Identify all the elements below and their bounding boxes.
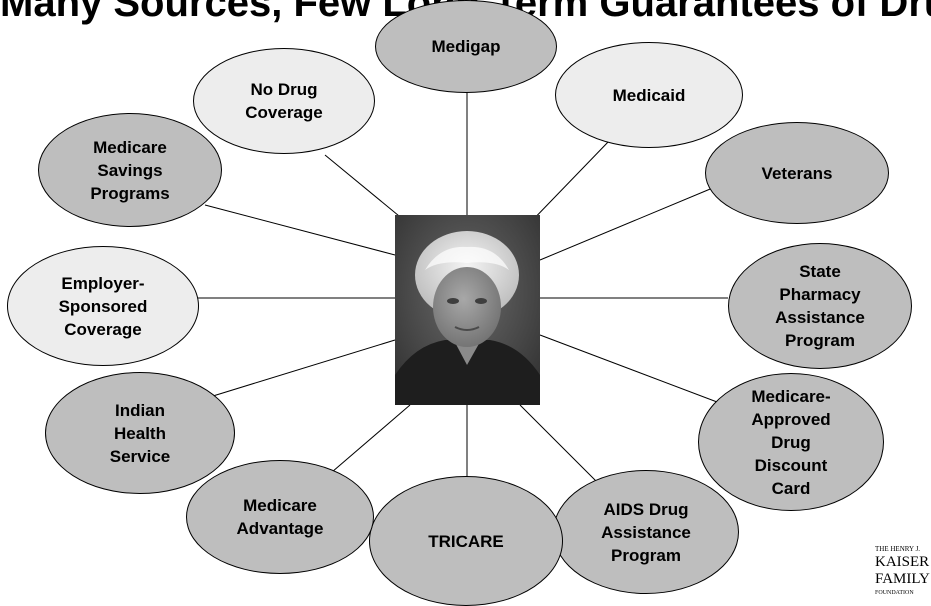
connector-indian-health [199, 339, 396, 401]
connector-veterans [539, 186, 716, 261]
node-state-pharmacy-assistance-program: State Pharmacy Assistance Program [728, 243, 912, 369]
node-medicare-approved-drug-discount-card: Medicare- Approved Drug Discount Card [698, 373, 884, 511]
logo-top-text: THE HENRY J. [875, 545, 921, 553]
kaiser-family-foundation-logo: THE HENRY J. KAISER FAMILY FOUNDATION [873, 545, 931, 601]
node-label: Indian Health Service [109, 400, 171, 466]
node-no-drug-coverage: No Drug Coverage [193, 48, 375, 154]
connector-medicare-advantage [324, 404, 411, 479]
connector-no-drug [324, 154, 411, 226]
node-label: Medicare Savings Programs [90, 137, 170, 203]
portrait-illustration [395, 215, 540, 405]
elderly-woman-photo [395, 215, 540, 405]
node-medicaid: Medicaid [555, 42, 743, 148]
node-label: Medicaid [612, 85, 686, 105]
node-medicare-savings-programs: Medicare Savings Programs [38, 113, 222, 227]
node-medicare-advantage: Medicare Advantage [186, 460, 374, 574]
node-label: Medicare Advantage [236, 496, 324, 538]
connector-savings-programs [204, 204, 396, 256]
connector-aids-drug [519, 404, 601, 486]
node-employer-sponsored-coverage: Employer- Sponsored Coverage [7, 246, 199, 366]
node-label: No Drug Coverage [245, 80, 323, 122]
node-label: State Pharmacy Assistance Program [775, 262, 865, 350]
node-medigap: Medigap [375, 0, 557, 93]
node-label: TRICARE [428, 531, 504, 551]
logo-main-text: KAISER FAMILY [875, 554, 930, 587]
node-label: Employer- Sponsored Coverage [58, 273, 148, 339]
logo-bottom-text: FOUNDATION [875, 590, 914, 596]
node-label: Veterans [761, 163, 833, 183]
connector-medicaid [524, 139, 611, 229]
node-indian-health-service: Indian Health Service [45, 372, 235, 494]
node-veterans: Veterans [705, 122, 889, 224]
node-label: AIDS Drug Assistance Program [601, 499, 691, 565]
node-label: Medicare- Approved Drug Discount Card [751, 386, 831, 498]
connector-discount-card [539, 334, 726, 406]
node-label: Medigap [431, 37, 501, 56]
node-aids-drug-assistance-program: AIDS Drug Assistance Program [553, 470, 739, 594]
node-tricare: TRICARE [369, 476, 563, 606]
